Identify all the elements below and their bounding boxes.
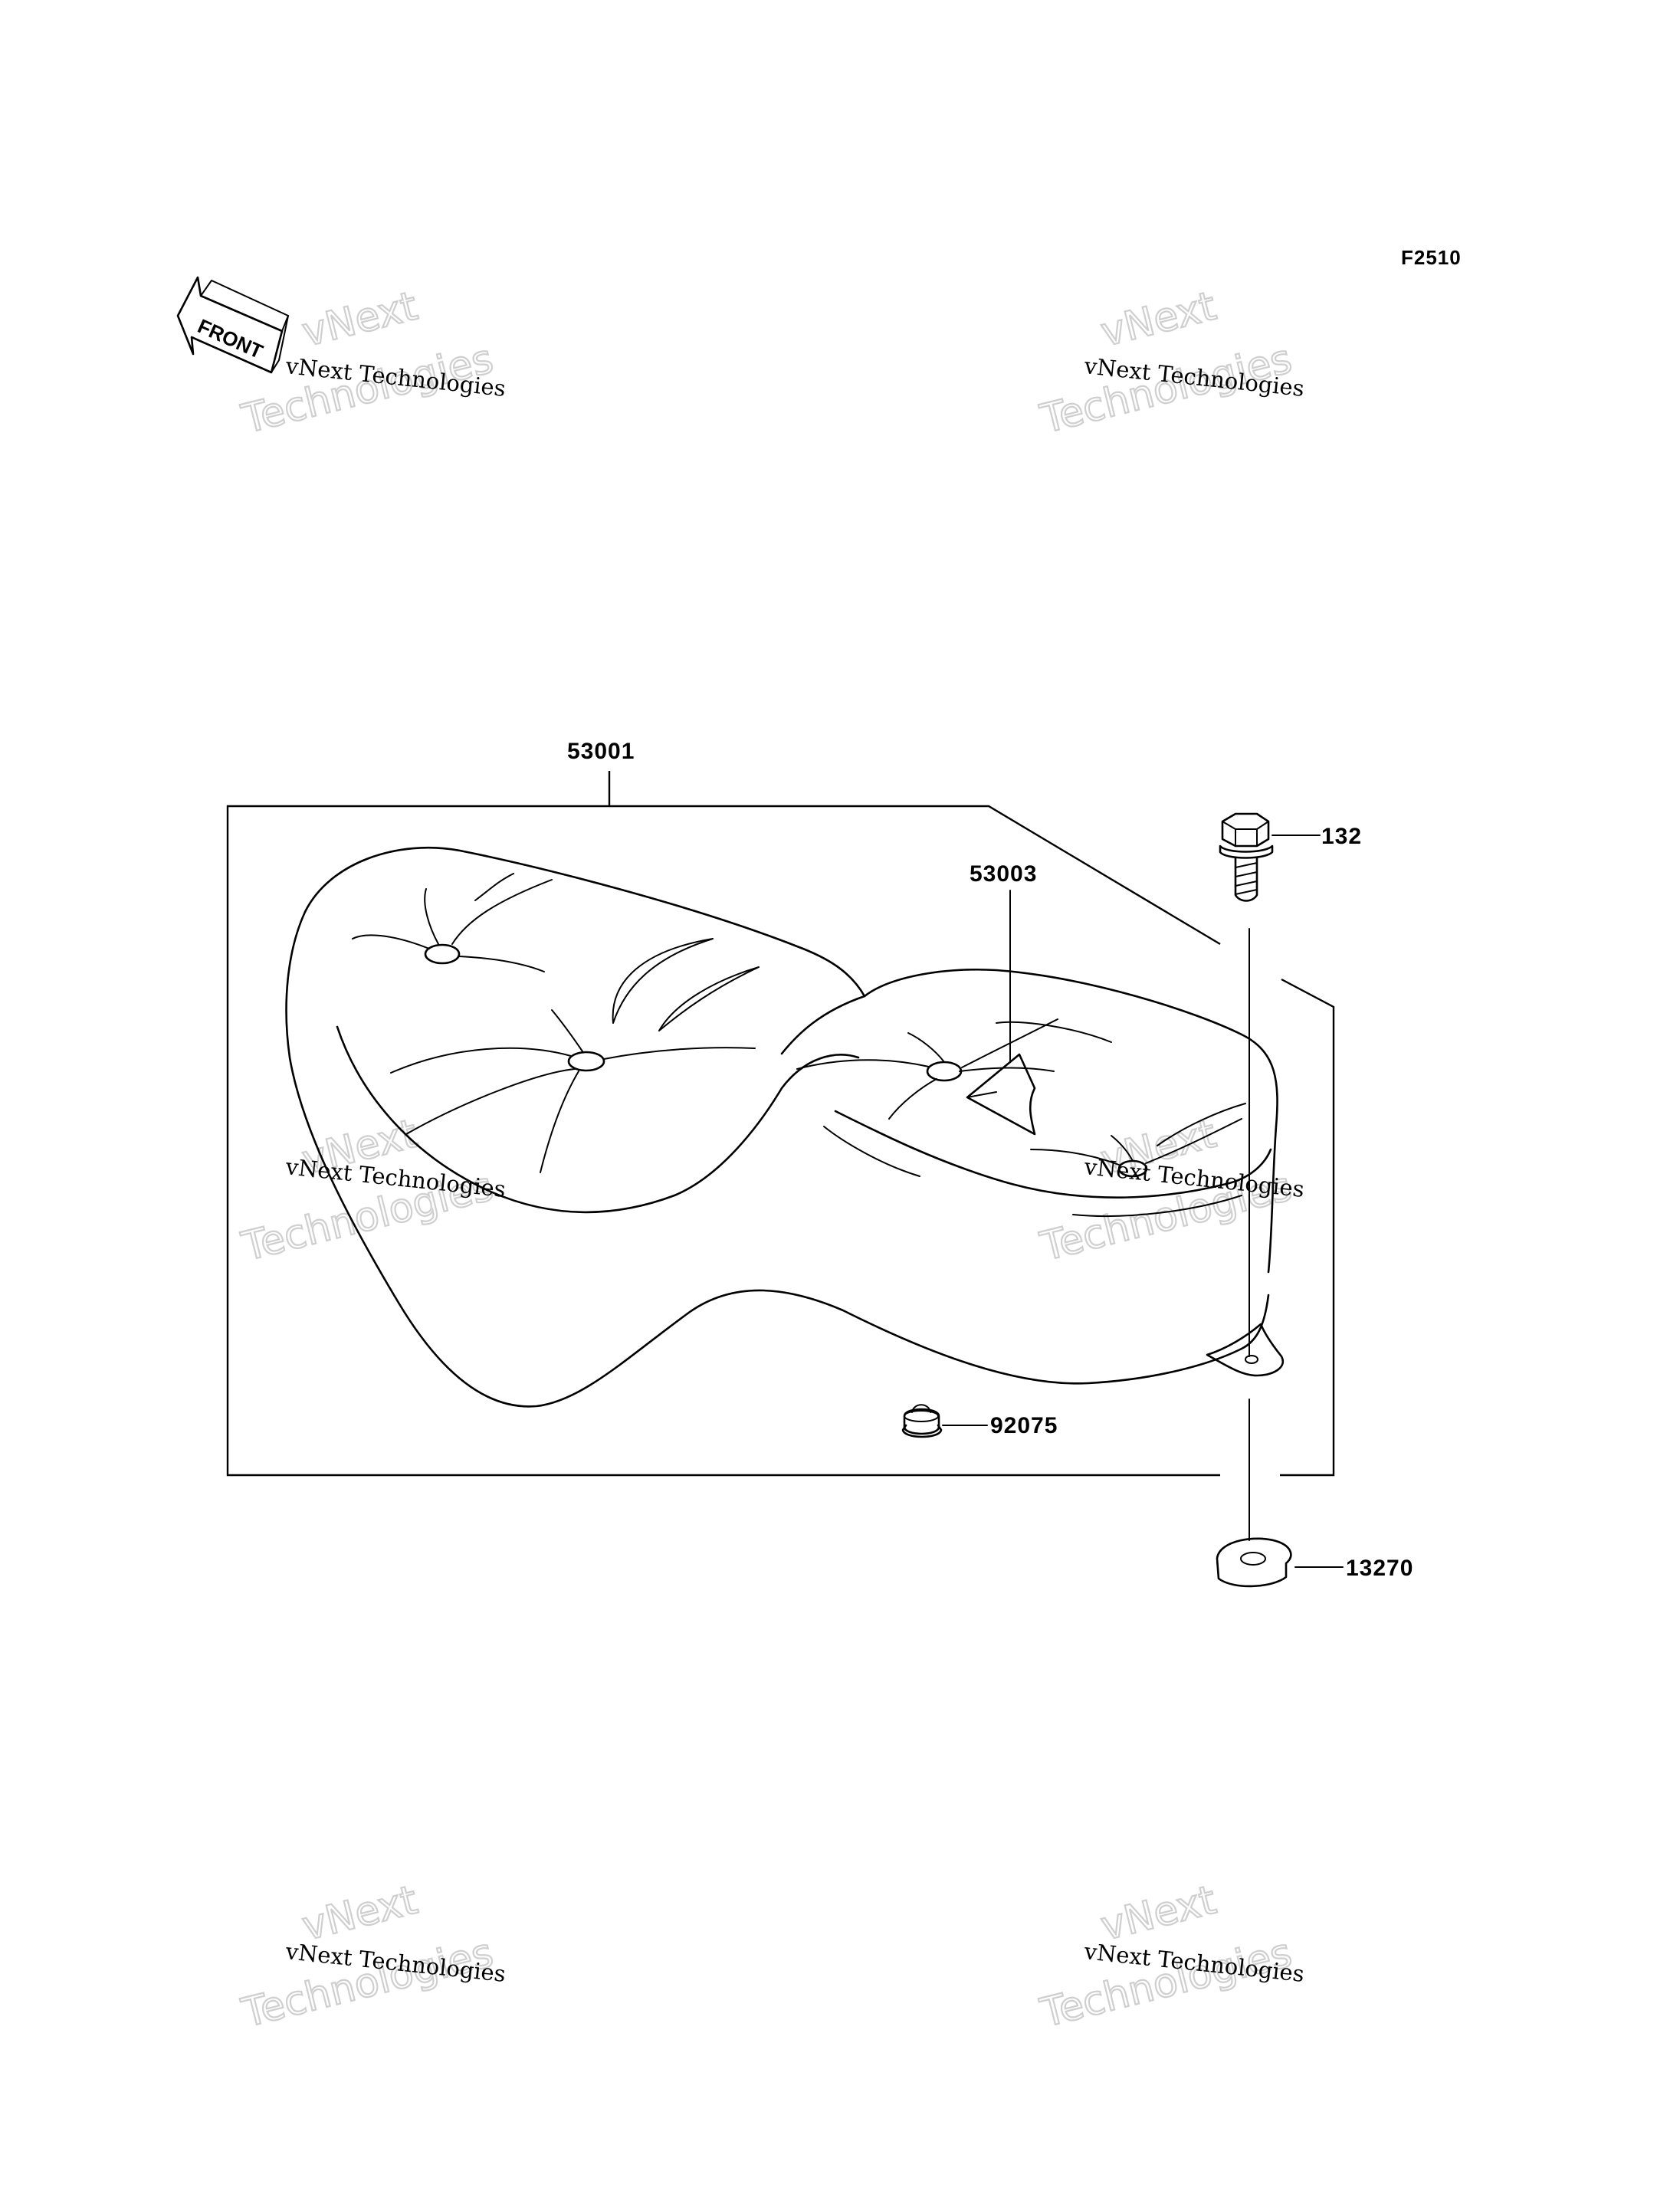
watermark-bottom-left: vNext Technologies vNext Technologies xyxy=(237,1877,507,2038)
bolt-132-icon: 132 xyxy=(1219,812,1362,902)
front-arrow-icon: FRONT xyxy=(176,276,289,374)
watermark-bottom-right: vNext Technologies vNext Technologies xyxy=(1035,1877,1306,2038)
callout-13270: 13270 xyxy=(1346,1556,1413,1581)
watermark-middle-right: vNext Technologies vNext Technologies xyxy=(1035,1110,1306,1271)
watermark-middle-left: vNext Technologies vNext Technologies xyxy=(237,1110,507,1271)
seat-drawing xyxy=(285,846,1285,1408)
watermark-top-right: vNext Technologies vNext Technologies xyxy=(1035,283,1306,444)
watermark-brand-top: vNext xyxy=(1097,284,1221,356)
damper-92075-icon: 92075 xyxy=(901,1404,1058,1438)
leader-53003: 53003 xyxy=(970,861,1037,1063)
seat-assembly-frame xyxy=(226,771,1335,1477)
figure-code: F2510 xyxy=(1401,246,1462,269)
collar-13270-icon: 13270 xyxy=(1216,1537,1413,1588)
watermark-brand-top: vNext xyxy=(298,284,422,356)
watermark-brand-top: vNext xyxy=(1097,1877,1221,1950)
callout-92075: 92075 xyxy=(990,1413,1058,1438)
callout-53001: 53001 xyxy=(567,739,635,764)
callout-53003: 53003 xyxy=(970,861,1037,887)
callout-132: 132 xyxy=(1321,824,1362,849)
front-arrow-label: FRONT xyxy=(195,314,267,363)
watermark-brand-top: vNext xyxy=(298,1877,422,1950)
